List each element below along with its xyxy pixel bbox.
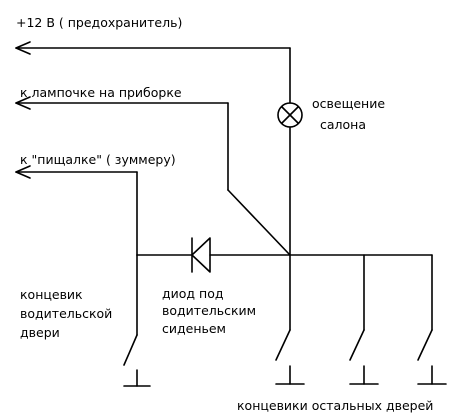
dash-lamp-label: к лампочке на приборке — [20, 85, 182, 100]
dash-lamp-arrow — [15, 96, 31, 110]
cabin-light-label-line2: салона — [320, 117, 367, 132]
buzzer-arrow — [15, 165, 31, 179]
switch-2-blade — [349, 329, 365, 361]
diode-label-line2: водительским — [162, 303, 257, 318]
driver-switch-label-line1: концевик — [20, 287, 83, 302]
buzzer-label: к "пищалке" ( зуммеру) — [20, 152, 176, 167]
cabin-light-label-line1: освещение — [312, 96, 386, 111]
driver-switch-label-line2: водительской — [20, 306, 113, 321]
driver-switch-blade — [123, 334, 138, 366]
diode-triangle — [191, 237, 211, 273]
driver-switch-label-line3: двери — [20, 325, 60, 340]
cabin-lamp-cross-b — [281, 106, 299, 124]
switch-3-blade — [417, 329, 433, 361]
dash-lamp-diagonal-wire — [227, 189, 291, 256]
diode-label-line3: сиденьем — [162, 321, 226, 336]
power-arrow — [15, 41, 31, 55]
power-label: +12 В ( предохранитель) — [16, 15, 183, 30]
switch-1-blade — [275, 329, 291, 361]
diode-label-line1: диод под — [162, 286, 224, 301]
other-switches-label: концевики остальных дверей — [237, 398, 434, 413]
